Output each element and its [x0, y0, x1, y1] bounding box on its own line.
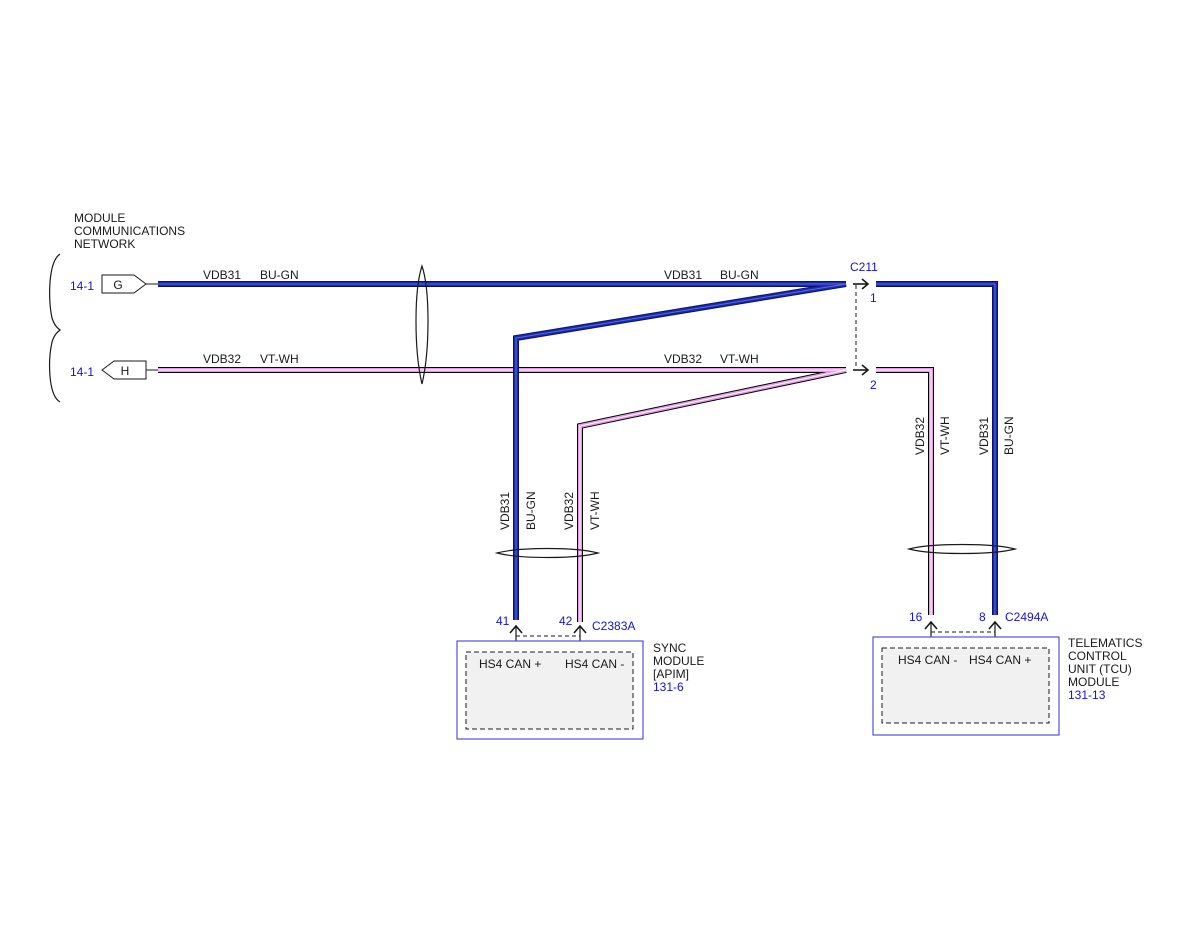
- twisted-pair-symbol-main: [415, 264, 429, 385]
- label-circuit-sync-1: VDB31: [498, 492, 512, 530]
- input-ref-g: 14-1: [70, 279, 94, 293]
- title-line-1: MODULE: [74, 211, 125, 225]
- tcu-pin-b: 8: [979, 610, 986, 624]
- label-color-tcu-2: VT-WH: [938, 416, 952, 455]
- label-color-sync-1: BU-GN: [524, 491, 538, 530]
- wire-vt-wh: [158, 367, 934, 622]
- label-color-sync-2: VT-WH: [588, 491, 602, 530]
- connector-flag-h: H: [101, 360, 158, 380]
- splice-pin-1: 1: [870, 291, 877, 305]
- sync-connector-name: C2383A: [592, 619, 635, 633]
- sync-module-name-1: SYNC: [653, 641, 687, 655]
- label-circuit-right-2: VDB32: [664, 352, 702, 366]
- sync-module-name-3: [APIM]: [653, 667, 689, 681]
- label-color-left-2: VT-WH: [260, 352, 299, 366]
- tcu-pin-a: 16: [909, 610, 923, 624]
- label-circuit-left-1: VDB31: [203, 268, 241, 282]
- label-circuit-tcu-1: VDB31: [977, 417, 991, 455]
- twisted-pair-symbol-sync: [494, 547, 601, 559]
- label-color-right-1: BU-GN: [720, 268, 759, 282]
- tcu-signal-b: HS4 CAN +: [969, 653, 1031, 667]
- title-line-2: COMMUNICATIONS: [74, 224, 185, 238]
- network-title: MODULE COMMUNICATIONS NETWORK: [74, 211, 185, 251]
- pin-label-g: G: [113, 278, 122, 292]
- sync-module-name-2: MODULE: [653, 654, 704, 668]
- sync-signal-a: HS4 CAN +: [479, 657, 541, 671]
- sync-module-ref: 131-6: [653, 680, 684, 694]
- tcu-module: 16 8 C2494A HS4 CAN - HS4 CAN + TELEMATI…: [872, 610, 1142, 736]
- network-brace: [49, 253, 61, 403]
- sync-module-inner-box: [465, 651, 634, 730]
- splice-c211: C211 1 2: [850, 260, 878, 392]
- label-circuit-tcu-2: VDB32: [913, 417, 927, 455]
- label-circuit-left-2: VDB32: [203, 352, 241, 366]
- tcu-module-name-2: CONTROL: [1068, 649, 1127, 663]
- input-ref-h: 14-1: [70, 365, 94, 379]
- title-line-3: NETWORK: [74, 237, 135, 251]
- tcu-module-name-4: MODULE: [1068, 675, 1119, 689]
- tcu-signal-a: HS4 CAN -: [898, 653, 957, 667]
- label-circuit-right-1: VDB31: [664, 268, 702, 282]
- splice-pin-2: 2: [870, 378, 877, 392]
- label-color-left-1: BU-GN: [260, 268, 299, 282]
- twisted-pair-symbol-tcu: [906, 543, 1018, 555]
- label-color-right-2: VT-WH: [720, 352, 759, 366]
- sync-signal-b: HS4 CAN -: [565, 657, 624, 671]
- label-color-tcu-1: BU-GN: [1002, 416, 1016, 455]
- tcu-connector-name: C2494A: [1005, 610, 1048, 624]
- sync-pin-b: 42: [559, 614, 573, 628]
- splice-name: C211: [850, 260, 878, 274]
- wire-bu-gn: [158, 281, 998, 620]
- pin-label-h: H: [121, 364, 130, 378]
- tcu-module-name-3: UNIT (TCU): [1068, 662, 1132, 676]
- connector-flag-g: G: [101, 274, 158, 294]
- tcu-module-ref: 131-13: [1068, 688, 1106, 702]
- tcu-module-inner-box: [881, 647, 1050, 724]
- sync-pin-a: 41: [496, 614, 510, 628]
- label-circuit-sync-2: VDB32: [562, 492, 576, 530]
- sync-module: 41 42 C2383A HS4 CAN + HS4 CAN - SYNC MO…: [456, 614, 704, 740]
- tcu-module-name-1: TELEMATICS: [1068, 636, 1142, 650]
